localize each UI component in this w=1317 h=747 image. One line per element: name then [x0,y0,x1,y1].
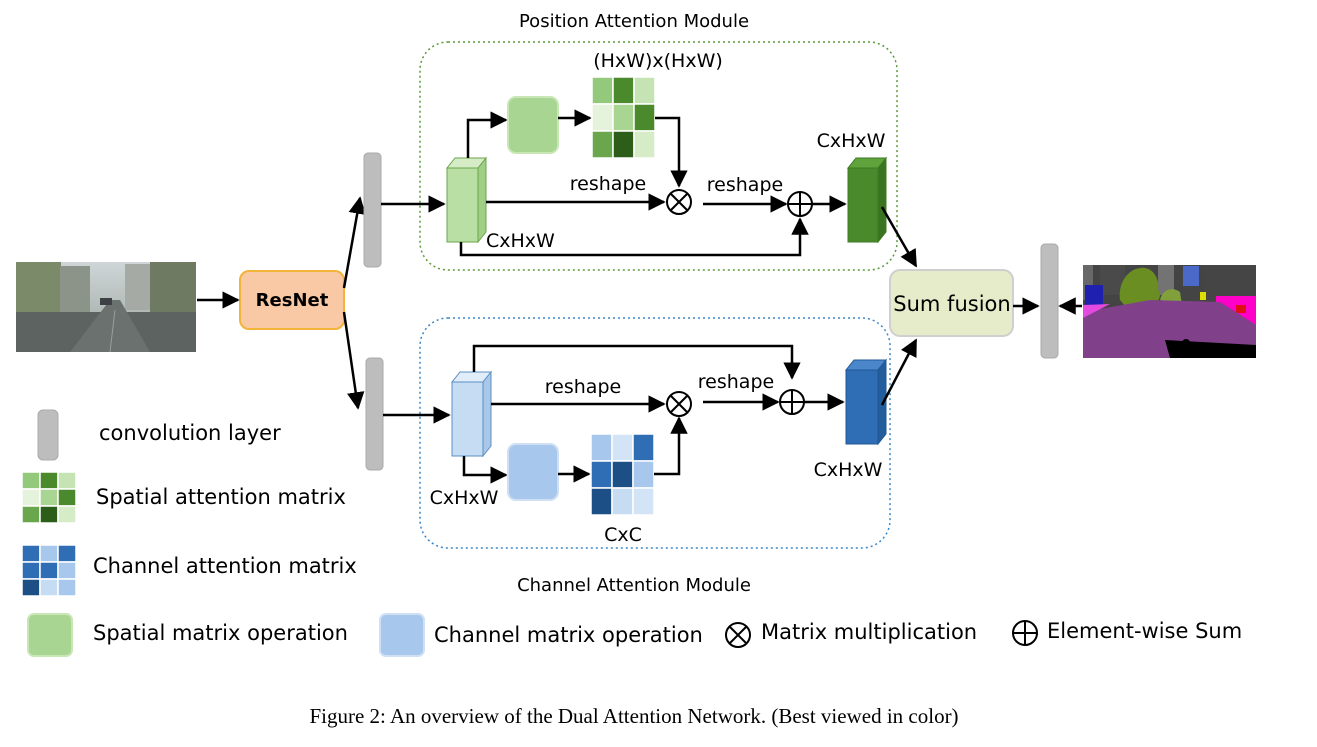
channel-matrix-operation [507,443,559,501]
legend-channel-matrix-label: Channel attention matrix [93,554,357,578]
output-segmentation-map [1083,265,1256,358]
legend-matmul-label: Matrix multiplication [761,620,977,644]
pam-conv-layer [363,152,382,268]
legend-matmul-icon [725,622,751,648]
cam-output-dims: CxHxW [814,459,883,481]
output-conv-layer [1040,243,1059,359]
cam-output-feature-cuboid [844,358,888,446]
input-street-image [16,262,196,353]
pam-input-feature-cuboid [445,156,488,244]
spatial-attention-matrix [591,76,656,159]
arrow-pam-residual [459,217,809,257]
arrow-cam-output-to-fusion [880,338,918,406]
resnet-label: ResNet [256,290,329,311]
legend-spatial-op-label: Spatial matrix operation [93,621,348,645]
arrow-spatial-matrix-to-multiply [655,116,688,188]
pam-output-feature-cuboid [846,156,888,244]
channel-attention-module-box [419,317,891,549]
arrow-cam-residual [472,344,801,380]
arrow-resnet-to-pam-conv [342,196,366,289]
pam-matrix-dims: (HxW)x(HxW) [593,50,723,72]
pam-reshape-label-2: reshape [707,174,783,196]
legend-spatial-matrix-label: Spatial attention matrix [96,485,346,509]
sum-fusion-label: Sum fusion [893,292,1010,316]
pam-reshape-label-1: reshape [570,173,646,195]
channel-attention-matrix [590,433,655,516]
legend-channel-op-swatch [379,613,425,657]
channel-attention-module-title: Channel Attention Module [517,575,751,596]
pam-element-wise-sum-op [787,191,813,217]
arrow-pam-to-spatial-op [466,111,508,158]
arrow-cam-to-channel-op [462,456,508,484]
legend-conv-label: convolution layer [99,421,281,445]
legend-spatial-matrix-swatch [21,471,77,524]
legend-channel-matrix-swatch [21,544,77,597]
cam-reshape-label-2: reshape [698,371,774,393]
arrow-pam-output-to-fusion [880,206,918,268]
legend-spatial-op-swatch [27,613,73,657]
legend-channel-op-label: Channel matrix operation [434,623,703,647]
cam-conv-layer [365,357,384,471]
cam-reshape-label-1: reshape [545,376,621,398]
pam-output-dims: CxHxW [817,130,886,152]
legend-conv-swatch [37,409,59,461]
position-attention-module-box [419,41,898,271]
resnet-block [239,270,345,330]
arrow-resnet-to-cam-conv [342,311,365,410]
position-attention-module-title: Position Attention Module [519,11,749,32]
legend-elemsum-label: Element-wise Sum [1047,619,1242,643]
sum-fusion-block [889,269,1014,337]
pam-input-dims: CxHxW [486,230,555,252]
cam-matrix-dims: CxC [604,524,642,546]
spatial-matrix-operation [507,96,559,154]
pam-matrix-multiply-op [666,189,692,215]
cam-input-dims: CxHxW [430,487,499,509]
cam-matrix-multiply-op [666,391,692,417]
cam-element-wise-sum-op [779,389,805,415]
figure-caption: Figure 2: An overview of the Dual Attent… [309,704,958,728]
cam-input-feature-cuboid [450,370,493,458]
arrow-channel-matrix-to-multiply [654,416,688,476]
legend-elemsum-icon [1012,620,1038,646]
